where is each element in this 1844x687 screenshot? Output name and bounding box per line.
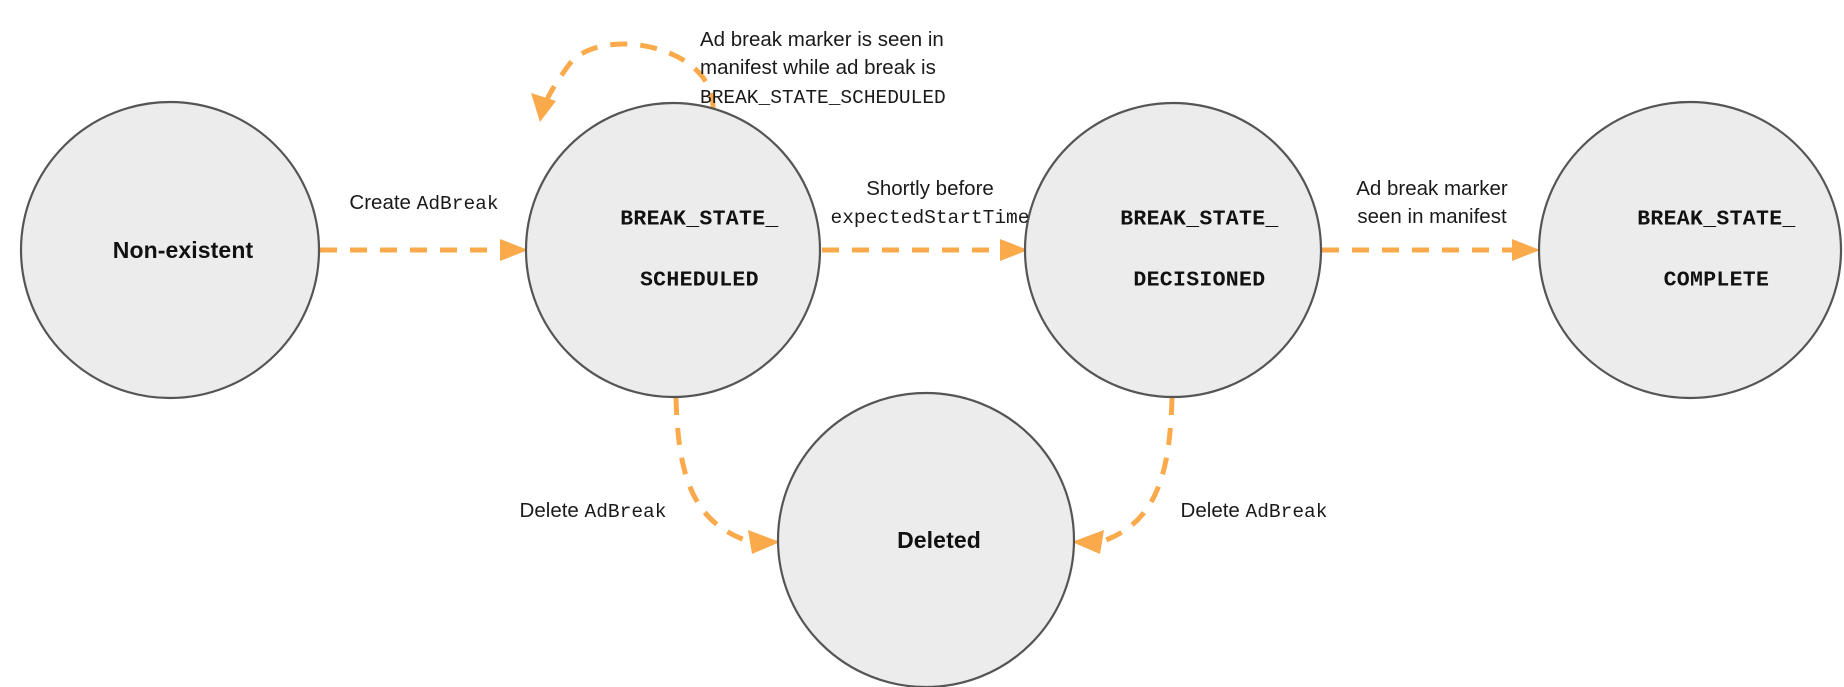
edge-delete-from-decisioned-arrowhead: [1072, 530, 1104, 554]
node-scheduled[interactable]: [524, 101, 822, 399]
edge-shortly-before-start-arrowhead: [1000, 239, 1028, 261]
edge-marker-seen-self-loop-arrowhead: [531, 93, 556, 122]
edge-delete-from-scheduled: [673, 397, 780, 554]
edge-shortly-before-start: [822, 239, 1028, 261]
edge-marker-seen-self-loop-path: [541, 41, 716, 111]
edge-delete-from-decisioned-path: [1105, 397, 1175, 543]
edge-marker-seen-self-loop: [531, 41, 716, 122]
edge-delete-from-scheduled-arrowhead: [748, 530, 780, 554]
edge-create-arrowhead: [500, 239, 528, 261]
edge-delete-from-scheduled-path: [673, 397, 746, 543]
edge-delete-from-decisioned: [1072, 397, 1175, 554]
edge-create: [320, 239, 528, 261]
node-non-existent[interactable]: [19, 100, 321, 400]
edge-marker-seen-complete-arrowhead: [1512, 239, 1540, 261]
node-decisioned[interactable]: [1023, 101, 1323, 399]
node-deleted[interactable]: [776, 391, 1076, 687]
edge-marker-seen-complete: [1322, 239, 1540, 261]
node-complete[interactable]: [1537, 100, 1843, 400]
